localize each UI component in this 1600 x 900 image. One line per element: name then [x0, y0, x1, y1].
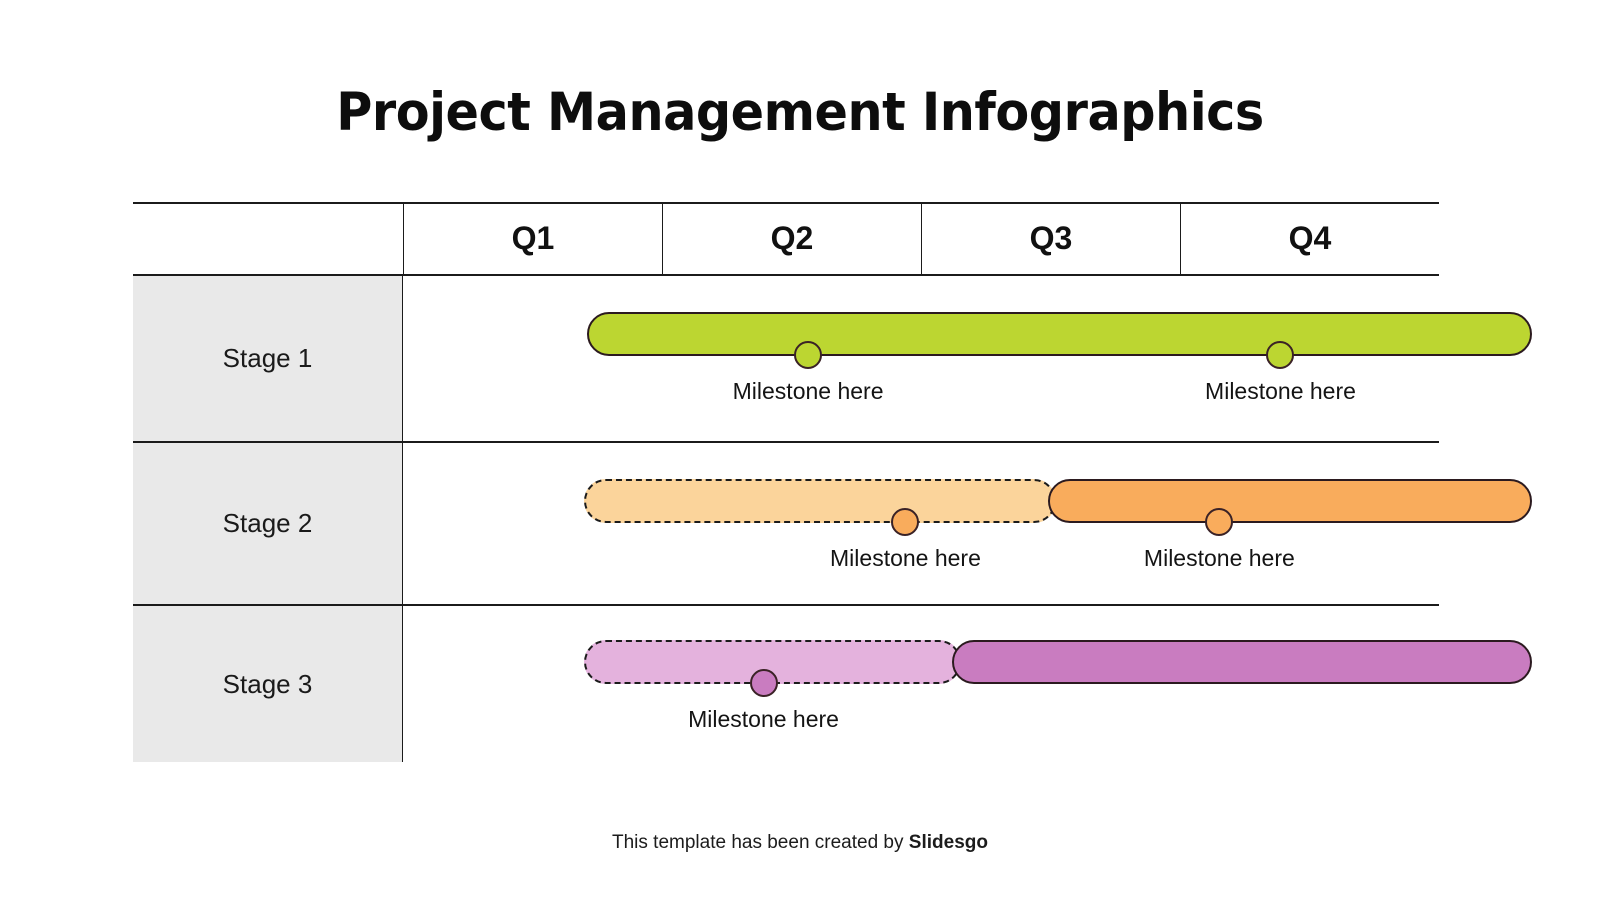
milestone-label-stage1-1: Milestone here	[732, 378, 884, 404]
milestone-dot-stage3-1[interactable]	[749, 669, 778, 697]
milestone-label-stage2-2: Milestone here	[1143, 545, 1295, 571]
milestone-dot-stage1-2[interactable]	[1266, 341, 1295, 369]
milestone-dot-stage1-1[interactable]	[794, 341, 823, 369]
milestone-label-stage1-2: Milestone here	[1205, 378, 1356, 404]
gantt-bar-stage1-1[interactable]	[587, 312, 1533, 356]
column-header-q2: Q2	[663, 202, 922, 274]
header-corner-cell	[133, 202, 404, 274]
gantt-table: Q1 Q2 Q3 Q4 Stage 1 Milestone here Miles…	[133, 202, 1533, 762]
table-border-header-bottom	[133, 274, 1439, 276]
row-bars-area-1: Milestone here Milestone here	[403, 276, 1533, 441]
stage-label-cell-2: Stage 2	[133, 443, 403, 604]
stage-label-cell-1: Stage 1	[133, 276, 403, 441]
page-title: Project Management Infographics	[336, 82, 1264, 143]
milestone-dot-stage2-1[interactable]	[891, 508, 920, 536]
row-bars-area-2: Milestone here Milestone here	[403, 443, 1533, 604]
table-border-top	[133, 202, 1439, 204]
milestone-dot-stage2-2[interactable]	[1205, 508, 1234, 536]
gantt-bar-stage2-1[interactable]	[584, 479, 1056, 523]
column-header-q3: Q3	[922, 202, 1181, 274]
table-header-row: Q1 Q2 Q3 Q4	[133, 202, 1439, 274]
milestone-label-stage2-1: Milestone here	[830, 545, 981, 571]
table-border-row1-bottom	[133, 441, 1439, 443]
column-header-q4: Q4	[1288, 219, 1332, 256]
table-border-row2-bottom	[133, 604, 1439, 606]
column-header-q1: Q1	[404, 202, 663, 274]
row-bars-area-3: Milestone here	[403, 606, 1533, 762]
footer-brand: Slidesgo	[908, 832, 988, 853]
footer-credit: This template has been created by Slides…	[0, 832, 1600, 854]
gantt-bar-stage2-2[interactable]	[1048, 479, 1533, 523]
milestone-label-stage3-1: Milestone here	[688, 706, 839, 732]
gantt-bar-stage3-2[interactable]	[952, 640, 1533, 684]
stage-label-cell-3: Stage 3	[133, 606, 403, 762]
footer-text: This template has been created by	[612, 832, 909, 853]
